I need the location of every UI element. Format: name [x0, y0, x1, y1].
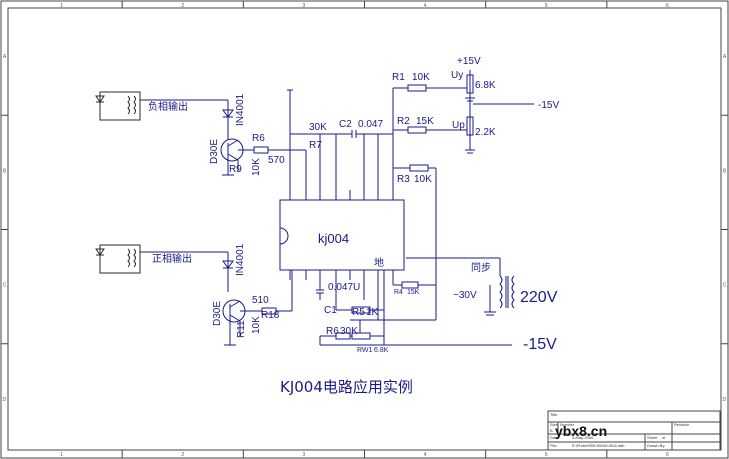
c1-value: 0.047U [328, 282, 360, 293]
border-row-right-A: A [723, 54, 727, 60]
up-label: Up [452, 120, 465, 131]
ic-name: kj004 [318, 231, 349, 246]
v220-label: 220V [520, 289, 558, 306]
border-col-top-6: 6 [666, 3, 669, 9]
uy-label: Uy [451, 70, 463, 81]
tb-revision-label: Revision [674, 422, 689, 427]
rw1-value: 6.8K [374, 347, 389, 354]
r7-label: R7 [309, 140, 322, 151]
pot-6k8 [466, 74, 474, 94]
resistor-r4 [401, 281, 419, 289]
border-col-top-5: 5 [545, 3, 548, 9]
transistor-upper-label: D30E [209, 139, 220, 164]
tb-number-label: Number [560, 422, 575, 427]
tb-sheet-label: Sheet [647, 435, 658, 440]
sync-label: 同步 [471, 262, 491, 274]
border-row-left-C: C [3, 283, 7, 289]
r4-value: 15K [407, 289, 420, 296]
diode-lower-label: IN4001 [235, 243, 246, 276]
border-col-top-1: 1 [60, 3, 63, 9]
tb-date-value: 4-May-2000 [572, 435, 594, 440]
r6-bottom-label: R6 [326, 326, 339, 337]
minus15-bottom-label: -15V [523, 336, 557, 353]
tb-file-value: E:\Protel99\KJ004\KJ004.ddb [572, 443, 625, 448]
plus15-label: +15V [457, 56, 481, 67]
border-col-bottom-3: 3 [303, 452, 306, 458]
resistor-r2 [407, 126, 427, 134]
r11-label: R11 [236, 320, 247, 338]
r11-value: 10K [251, 316, 262, 334]
border-row-right-C: C [723, 283, 727, 289]
watermark-text: ybx8.cn [555, 423, 607, 439]
border-col-top-4: 4 [424, 3, 427, 9]
r18-label: R18 [261, 310, 280, 321]
r3-label: R3 [397, 174, 410, 185]
border-row-right-B: B [723, 168, 727, 174]
transistor-lower-label: D30E [212, 301, 223, 326]
pos-output-label: 正相输出 [152, 252, 192, 265]
r2-value: 15K [416, 116, 434, 127]
r510-label: 510 [252, 295, 269, 306]
r9-value: 10K [251, 158, 262, 176]
minus15-top-label: -15V [538, 100, 559, 111]
bottom-section: 0.047U C1 R5 1K R6 30K RW1 6.8K R4 15K 同… [316, 257, 558, 354]
border-col-bottom-2: 2 [181, 452, 184, 458]
border-row-left-D: D [3, 397, 7, 403]
r7-value: 30K [309, 122, 327, 133]
v30-label: ~30V [453, 290, 477, 301]
pot2-value: 2.2K [475, 127, 496, 138]
ic-kj004: kj004 地 [279, 190, 405, 280]
title-block: Title Size B Number Revision Date: 4-May… [547, 410, 721, 451]
r1-value: 10K [412, 72, 430, 83]
r3-value: 10K [414, 174, 432, 185]
border-col-bottom-4: 4 [424, 452, 427, 458]
tb-sheet-of: of [662, 435, 666, 440]
r5-value: 1K [366, 307, 379, 318]
resistor-r6-top [253, 146, 269, 154]
tb-file-label: File: [550, 443, 558, 448]
r570-label: 570 [268, 155, 285, 166]
border-col-bottom-5: 5 [545, 452, 548, 458]
r4-label: R4 [394, 289, 403, 296]
border-row-left-B: B [3, 168, 7, 174]
tb-size-value: B [550, 428, 553, 433]
r1-label: R1 [392, 72, 405, 83]
upper-output-section: 负相输出 IN4001 D30E R9 10K 570 [95, 91, 285, 176]
border-col-top-2: 2 [181, 3, 184, 9]
top-ic-wiring: R6 30K R7 C2 0.047 [252, 89, 394, 200]
pot1-value: 6.8K [475, 80, 496, 91]
resistor-r1 [407, 84, 427, 92]
border-col-top-3: 3 [303, 3, 306, 9]
border-col-bottom-6: 6 [666, 452, 669, 458]
c2-value: 0.047 [358, 119, 383, 130]
tb-drawn-label: Drawn By: [647, 443, 665, 448]
r6-bottom-value: 30K [340, 326, 358, 337]
r9-label: R9 [229, 164, 242, 175]
r2-label: R2 [397, 116, 410, 127]
tb-title-label: Title [550, 412, 558, 417]
diode-upper-label: IN4001 [235, 93, 246, 126]
tb-date-label: Date: [550, 435, 560, 440]
c1-label: C1 [324, 305, 337, 316]
border-row-right-D: D [723, 397, 727, 403]
diagram-caption: KJ004电路应用实例 [280, 378, 413, 396]
rw1-label: RW1 [357, 347, 373, 354]
ic-ground-label: 地 [374, 256, 384, 269]
neg-output-label: 负相输出 [148, 100, 188, 113]
r6-label: R6 [252, 133, 265, 144]
border-col-bottom-1: 1 [60, 452, 63, 458]
top-right-section: R1 10K R2 15K R3 10K +15V Uy Up 6.8K 2.2… [392, 56, 559, 320]
pot-2k2 [466, 116, 474, 136]
r5-label: R5 [352, 307, 365, 318]
c2-label: C2 [339, 119, 352, 130]
lower-output-section: 正相输出 IN4001 D30E R11 10K R18 510 [95, 243, 293, 346]
border-row-left-A: A [3, 54, 7, 60]
resistor-r3 [409, 164, 429, 172]
tb-size-label: Size [550, 422, 559, 427]
